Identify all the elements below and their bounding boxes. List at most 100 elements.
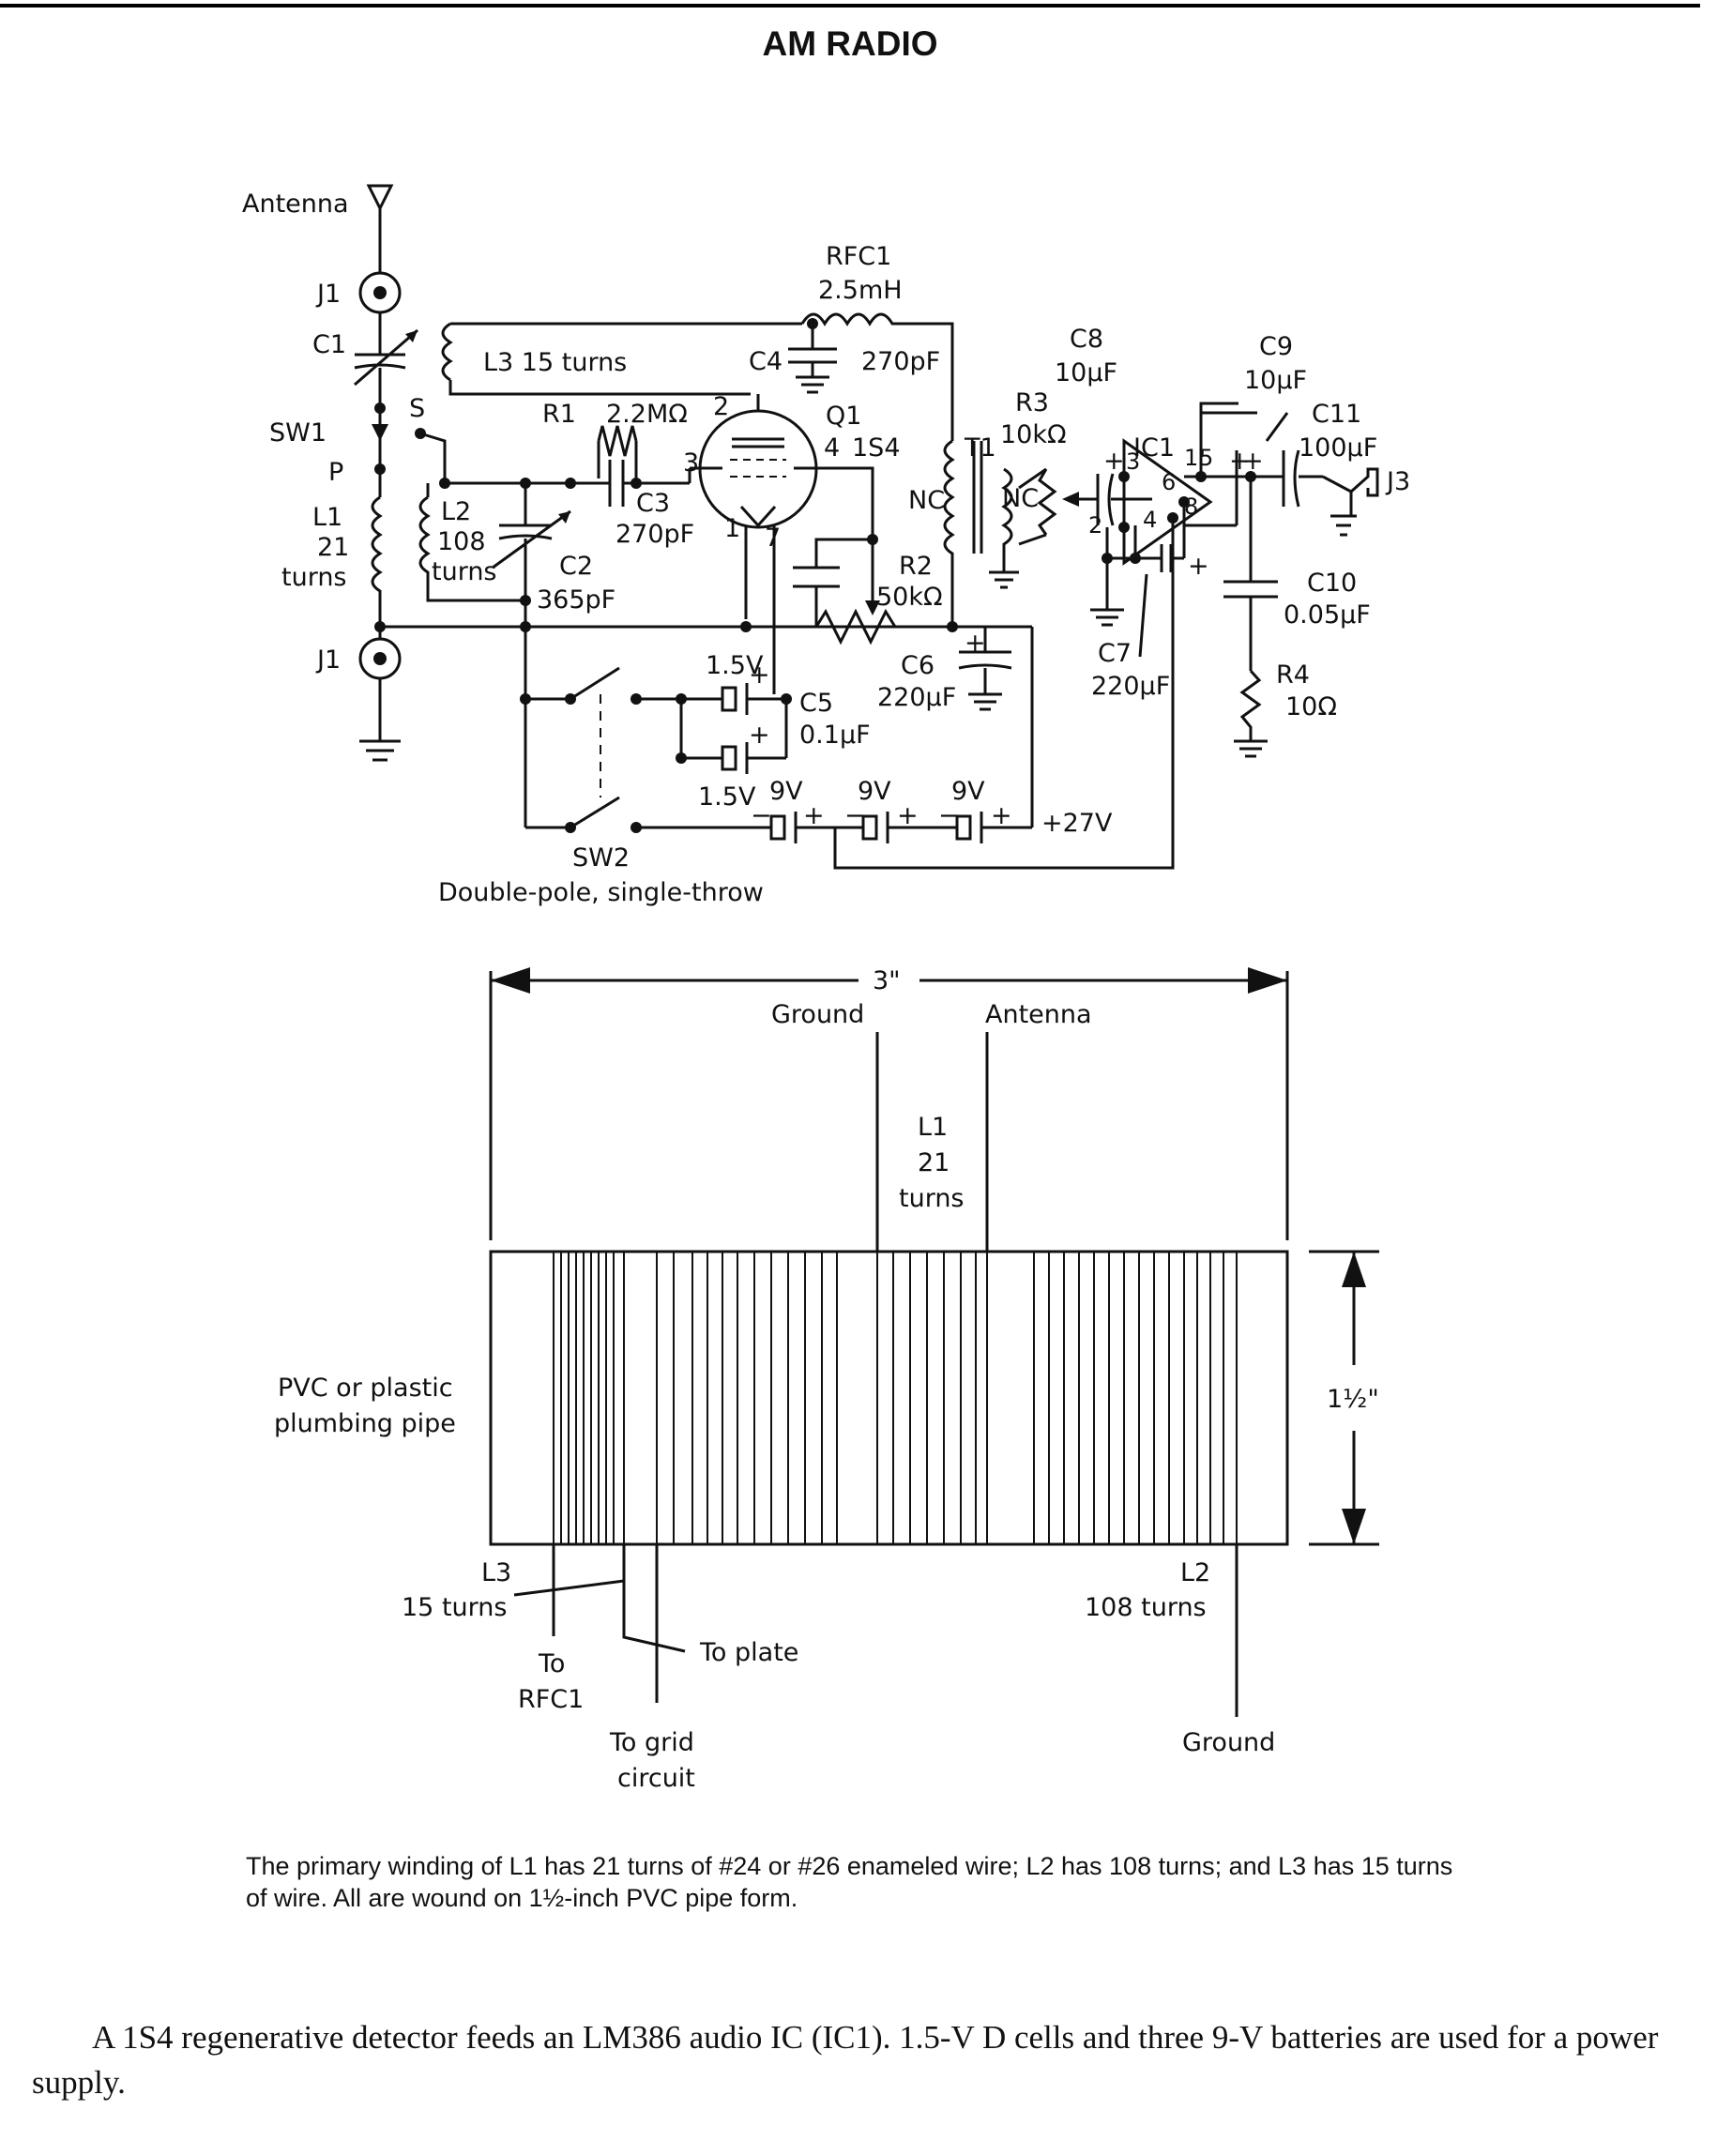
c8-value: 10μF	[1055, 358, 1117, 387]
cell1-label: 1.5V	[706, 651, 764, 680]
l2-label-2: 108	[437, 527, 486, 556]
bat3-minus: −	[938, 801, 960, 830]
to-grid-label-1: To grid	[609, 1728, 694, 1757]
l2-label-3: turns	[432, 557, 497, 586]
j3-label: J3	[1385, 467, 1410, 496]
figure-caption: The primary winding of L1 has 21 turns o…	[246, 1852, 1453, 1912]
cell1-battery-icon	[721, 686, 737, 712]
sw1-p-label: P	[328, 458, 343, 487]
bat3-label: 9V	[951, 777, 985, 806]
c6-value: 220μF	[877, 683, 956, 712]
pin3-label: 3	[683, 448, 699, 478]
c11-label: C11	[1312, 400, 1361, 429]
cell1-plus: +	[749, 660, 770, 690]
pipe-label-1: PVC or plastic	[278, 1374, 453, 1403]
l2-coil-label-2: 108 turns	[1085, 1593, 1207, 1622]
schematic: Antenna J1 C1 SW1 S P L1	[242, 184, 1410, 907]
ic1-label: IC1	[1133, 433, 1175, 463]
c8-label: C8	[1070, 325, 1103, 354]
ground-icon	[359, 739, 401, 762]
nc-left-label: NC	[908, 486, 945, 515]
pin2-label: 2	[713, 392, 729, 421]
c10-value: 0.05μF	[1284, 600, 1371, 630]
ic-pin-5: 5	[1199, 445, 1213, 471]
cell2-battery-icon	[721, 745, 737, 771]
to-plate-label: To plate	[699, 1638, 798, 1667]
dim-arrow-right-icon	[1248, 967, 1287, 994]
r3-volume-icon	[1037, 468, 1057, 536]
r3-label: R3	[1015, 388, 1049, 418]
pipe-label-2: plumbing pipe	[274, 1409, 456, 1438]
dim-arrow-left-icon	[491, 967, 530, 994]
l3-coil-label-2: 15 turns	[402, 1593, 507, 1622]
bat1-minus: −	[751, 801, 772, 830]
antenna-top-label: Antenna	[985, 1000, 1092, 1029]
j1-bottom-label: J1	[315, 645, 341, 675]
l1-label-1: L1	[312, 503, 342, 532]
c3-label: C3	[636, 489, 670, 518]
c5-label: C5	[799, 689, 833, 718]
top-rule	[0, 4, 1700, 8]
to-grid-label-2: circuit	[617, 1764, 695, 1793]
j1-top-label: J1	[315, 280, 341, 309]
page-title: AM RADIO	[762, 24, 938, 63]
c3-value: 270pF	[615, 520, 694, 549]
bat2-label: 9V	[858, 777, 891, 806]
j3-jack-icon	[1322, 467, 1379, 497]
t1-label: T1	[964, 433, 996, 463]
c11-plus: +	[1242, 447, 1264, 476]
ic-pin-3: 3	[1126, 448, 1140, 475]
ic-pin-1: 1	[1184, 445, 1198, 471]
r2-label: R2	[899, 552, 933, 581]
bat3-plus: +	[991, 801, 1012, 830]
sw1-label: SW1	[269, 418, 327, 448]
c7-value: 220μF	[1091, 672, 1170, 701]
ground-bottom-label: Ground	[1182, 1728, 1275, 1757]
c9-label: C9	[1259, 332, 1293, 361]
c1-label: C1	[312, 330, 346, 359]
r1-label: R1	[542, 400, 576, 429]
nc-right-label: NC	[1002, 484, 1039, 513]
l1-label-3: turns	[281, 563, 347, 592]
bat1-label: 9V	[769, 777, 803, 806]
sw2-type: Double-pole, single-throw	[438, 878, 764, 907]
bat2-plus: +	[897, 801, 919, 830]
t1-primary-icon	[943, 439, 955, 627]
r2-value: 50kΩ	[876, 583, 943, 612]
pin1-label: 1	[724, 514, 740, 543]
height-arrow-up-icon	[1342, 1252, 1366, 1287]
c6-plus: +	[965, 629, 986, 658]
ic-pin-4: 4	[1143, 507, 1157, 533]
t1-secondary-icon	[1001, 467, 1013, 563]
l1-coil-label-1: L1	[918, 1113, 948, 1142]
l1-coil-label-2: 21	[918, 1148, 950, 1177]
q1-type: 1S4	[852, 433, 901, 463]
cell2-plus: +	[749, 721, 770, 750]
l1-coil-icon	[371, 495, 383, 619]
sw2-pole-a-icon	[570, 666, 620, 701]
l1-coil-label-3: turns	[899, 1184, 965, 1213]
to-rfc1-label-1: To	[538, 1649, 565, 1678]
bat2-minus: −	[844, 801, 866, 830]
r4-resistor-icon	[1239, 669, 1262, 741]
c4-value: 270pF	[861, 347, 940, 376]
rfc1-label-2: 2.5mH	[818, 276, 903, 305]
l1-label-2: 21	[317, 533, 349, 562]
antenna-label: Antenna	[242, 190, 349, 219]
height-label: 1½"	[1327, 1385, 1379, 1414]
height-arrow-down-icon	[1342, 1509, 1366, 1544]
pin7-label: 7	[765, 524, 781, 553]
c7-label: C7	[1098, 639, 1132, 668]
c2-variable-arrow-icon	[492, 509, 571, 569]
r1-value: 2.2MΩ	[606, 400, 688, 429]
windings	[553, 1252, 1238, 1544]
width-label: 3"	[873, 966, 901, 995]
bat1-battery-icon	[769, 814, 786, 841]
cell2-label: 1.5V	[698, 782, 756, 812]
rfc1-label-1: RFC1	[826, 242, 891, 271]
c2-value: 365pF	[537, 585, 615, 615]
description-paragraph: A 1S4 regenerative detector feeds an LM3…	[32, 2019, 1659, 2101]
antenna-icon	[366, 184, 394, 227]
